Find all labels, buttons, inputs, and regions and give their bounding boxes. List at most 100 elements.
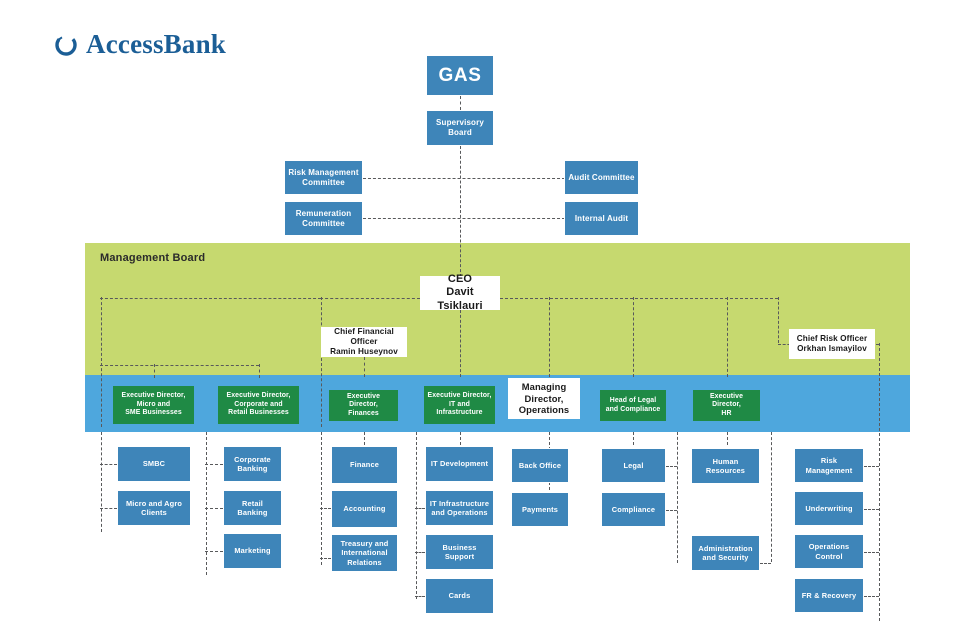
box-dept-human-resources[interactable]: Human Resources — [691, 448, 760, 484]
col3-2-line2: International — [341, 548, 388, 558]
connector-cfo-to-finances — [363, 357, 365, 377]
box-remc-label-1: Remuneration — [295, 208, 352, 218]
box-dept-smbc[interactable]: SMBC — [117, 446, 191, 482]
exec-2-line2: Finances — [348, 409, 379, 417]
box-dept-operations-control[interactable]: Operations Control — [794, 534, 864, 569]
col1-1-line1: Micro and Agro — [125, 498, 183, 508]
exec-4-line2: Director, — [524, 392, 564, 404]
exec-3-line2: IT and — [449, 400, 470, 408]
brand-logo: AccessBank — [54, 31, 226, 58]
box-audit-committee-label: Audit Committee — [568, 172, 635, 182]
box-executive-director-it-infrastructure[interactable]: Executive Director, IT and Infrastructur… — [424, 386, 495, 424]
connector-ceo-to-cro — [778, 297, 779, 343]
trunk-col1 — [100, 432, 102, 532]
box-dept-accounting[interactable]: Accounting — [331, 490, 398, 528]
box-dept-it-development[interactable]: IT Development — [425, 446, 494, 482]
box-ceo[interactable]: CEO Davit Tsiklauri — [420, 272, 500, 312]
trunk-col2 — [205, 432, 207, 575]
box-cfo-title: Chief Financial Officer — [334, 327, 394, 346]
box-supervisory-board[interactable]: Supervisory Board — [426, 110, 494, 146]
box-cro-name: Orkhan Ismayilov — [797, 344, 867, 353]
col4-1-line2: and Operations — [431, 508, 488, 517]
box-ceo-title: CEO — [447, 272, 473, 285]
box-dept-cards[interactable]: Cards — [425, 578, 494, 614]
col6-0-line1: Legal — [623, 460, 644, 470]
box-managing-director-operations[interactable]: Managing Director, Operations — [508, 378, 580, 419]
box-rmc-label-1: Risk Management — [288, 167, 359, 177]
box-executive-director-micro-sme[interactable]: Executive Director, Micro and SME Busine… — [113, 386, 194, 424]
box-head-of-legal-compliance[interactable]: Head of Legal and Compliance — [600, 390, 666, 421]
box-dept-payments[interactable]: Payments — [511, 492, 569, 527]
box-dept-compliance[interactable]: Compliance — [601, 492, 666, 527]
box-cfo-name: Ramin Huseynov — [330, 347, 398, 356]
box-dept-marketing[interactable]: Marketing — [223, 533, 282, 569]
box-remc-label-2: Committee — [302, 218, 345, 228]
stub-col4-3 — [415, 595, 425, 597]
box-audit-committee[interactable]: Audit Committee — [564, 160, 639, 195]
stub-col6-1 — [666, 509, 677, 511]
box-cfo[interactable]: Chief Financial Officer Ramin Huseynov — [321, 327, 407, 357]
exec-5-line1: Head of Legal — [609, 397, 657, 405]
exec-1-line2: Corporate and — [234, 400, 283, 408]
box-dept-business-support[interactable]: Business Support — [425, 534, 494, 570]
stub-col7-top — [726, 432, 728, 445]
connector-risk-audit — [363, 177, 565, 179]
col7-0-line1: Human Resources — [705, 456, 746, 475]
box-dept-underwriting[interactable]: Underwriting — [794, 491, 864, 526]
col4-0-line1: IT Development — [430, 459, 489, 469]
exec-1-line1: Executive Director, — [226, 392, 291, 400]
box-dept-back-office[interactable]: Back Office — [511, 448, 569, 483]
box-risk-management-committee[interactable]: Risk Management Committee — [284, 160, 363, 195]
box-dept-retail-banking[interactable]: Retail Banking — [223, 490, 282, 526]
col2-1-line2: Banking — [237, 508, 268, 517]
col4-2-line1: Business Support — [442, 542, 477, 561]
exec-0-line1: Executive Director, — [121, 392, 186, 400]
box-dept-legal[interactable]: Legal — [601, 448, 666, 483]
stub-col8-3 — [864, 595, 879, 597]
box-gas[interactable]: GAS — [426, 55, 494, 96]
box-ceo-name: Davit Tsiklauri — [437, 286, 483, 312]
trunk-col4 — [415, 432, 417, 599]
box-supervisory-board-label-2: Board — [448, 128, 472, 137]
stub-col7-1 — [760, 562, 771, 564]
box-dept-finance[interactable]: Finance — [331, 446, 398, 484]
stub-col4-1 — [415, 507, 425, 509]
exec-0-line3: SME Businesses — [125, 409, 182, 417]
box-dept-administration-security[interactable]: Administration and Security — [691, 535, 760, 571]
exec-3-line1: Executive Director, — [427, 392, 492, 400]
box-internal-audit[interactable]: Internal Audit — [564, 201, 639, 236]
box-remuneration-committee[interactable]: Remuneration Committee — [284, 201, 363, 236]
col3-2-line3: Relations — [347, 557, 382, 567]
col1-1-line2: Clients — [141, 508, 167, 517]
stub-col4-top — [459, 432, 461, 445]
exec-6-line1: Executive Director, — [709, 392, 744, 409]
col2-0-line2: Banking — [237, 464, 268, 473]
col2-0-line1: Corporate — [234, 454, 271, 464]
exec-6-line2: HR — [721, 409, 732, 417]
stub-col8-1 — [864, 508, 879, 510]
box-executive-director-corporate-retail[interactable]: Executive Director, Corporate and Retail… — [218, 386, 299, 424]
box-dept-fr-recovery[interactable]: FR & Recovery — [794, 578, 864, 613]
connector-to-ed-micro — [153, 364, 155, 378]
box-dept-corporate-banking[interactable]: Corporate Banking — [223, 446, 282, 482]
box-supervisory-board-label-1: Supervisory — [436, 118, 484, 128]
box-cro[interactable]: Chief Risk Officer Orkhan Ismayilov — [789, 329, 875, 359]
swirl-circle-icon — [54, 33, 78, 57]
col2-1-line1: Retail — [241, 498, 264, 508]
col4-1-line1: IT Infrastructure — [429, 498, 490, 508]
col5-0-line1: Back Office — [518, 460, 562, 470]
trunk-col3 — [320, 432, 322, 565]
box-dept-it-infrastructure-operations[interactable]: IT Infrastructure and Operations — [425, 490, 494, 526]
stub-col1-1 — [100, 507, 117, 509]
box-dept-micro-agro-clients[interactable]: Micro and Agro Clients — [117, 490, 191, 526]
col8-2-line1: Operations Control — [808, 542, 850, 561]
box-executive-director-hr[interactable]: Executive Director, HR — [693, 390, 760, 421]
box-rmc-label-2: Committee — [302, 177, 345, 187]
box-dept-risk-management[interactable]: Risk Management — [794, 448, 864, 483]
brand-name: AccessBank — [86, 29, 227, 59]
box-executive-director-finances[interactable]: Executive Director, Finances — [329, 390, 398, 421]
box-dept-treasury-international-relations[interactable]: Treasury and International Relations — [331, 534, 398, 572]
connector-gas-supervisory — [459, 96, 461, 110]
connector-left-branch — [100, 364, 259, 366]
